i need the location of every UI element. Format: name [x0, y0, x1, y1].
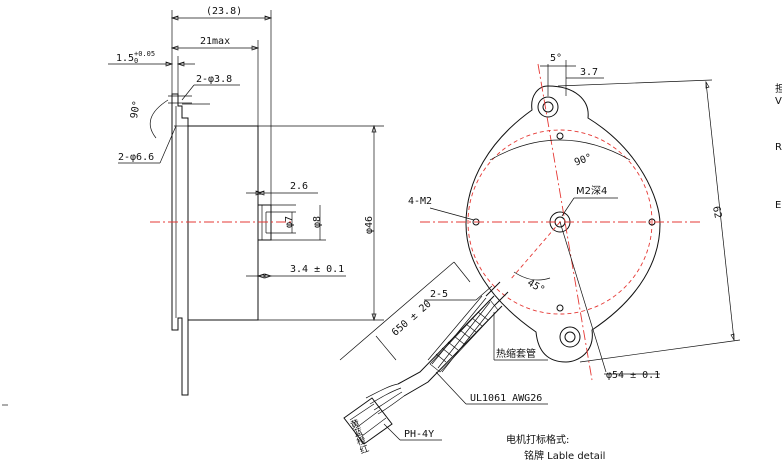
dim-2-phi-3-8: 2-φ3.8 [196, 74, 232, 85]
edge-char-1: 担 [775, 83, 782, 95]
edge-text: 担 V R E [775, 83, 782, 211]
wire-colors-label: 黄蓝橙红 [347, 417, 370, 455]
dim-2-6: 2.6 [290, 181, 308, 192]
dim-21max: 21max [200, 36, 230, 47]
dim-23-8: (23.8) [206, 6, 242, 17]
dim-5deg: 5° [550, 53, 562, 64]
wire-spec-label: UL1061 AWG26 [470, 393, 542, 404]
dim-62: 62 [710, 205, 723, 219]
notes: 电机打标格式: 铭牌 Lable detail [506, 433, 605, 462]
tol-1-5-low: 0 [134, 57, 138, 65]
dim-90-right: 90° [573, 152, 594, 169]
connector-label: PH-4Y [404, 429, 434, 440]
dim-phi8: φ8 [312, 216, 323, 228]
side-dimensions: (23.8) 21max 1.5 +0.05 0 2-φ3.8 90° 2-φ6… [2, 6, 384, 406]
dim-45: 45° [525, 278, 546, 297]
dim-phi46: φ46 [364, 216, 375, 234]
nameplate-label: 铭牌 Lable detail [524, 449, 605, 462]
dim-2-5: 2-5 [430, 289, 448, 300]
side-view [150, 93, 292, 396]
dim-4-m2: 4-M2 [408, 196, 432, 207]
dim-phi54: φ54 ± 0.1 [606, 370, 660, 381]
dim-3-7: 3.7 [580, 67, 598, 78]
dim-phi7: φ7 [284, 216, 295, 228]
tol-1-5-up: +0.05 [134, 50, 155, 58]
dim-1-5: 1.5 [116, 53, 134, 64]
edge-char-2: V [775, 96, 782, 107]
dim-2-phi-6-6: 2-φ6.6 [118, 152, 154, 163]
edge-char-3: R [775, 142, 782, 153]
heat-shrink-label: 热缩套管 [496, 347, 536, 360]
edge-char-4: E [775, 200, 781, 211]
marking-format: 电机打标格式: [506, 433, 569, 446]
dim-90-left: 90° [129, 100, 143, 120]
dim-m2-depth: M2深4 [576, 185, 607, 197]
dim-3-4: 3.4 ± 0.1 [290, 264, 344, 275]
dim-650: 650 ± 20 [390, 299, 434, 339]
cable [343, 295, 503, 445]
